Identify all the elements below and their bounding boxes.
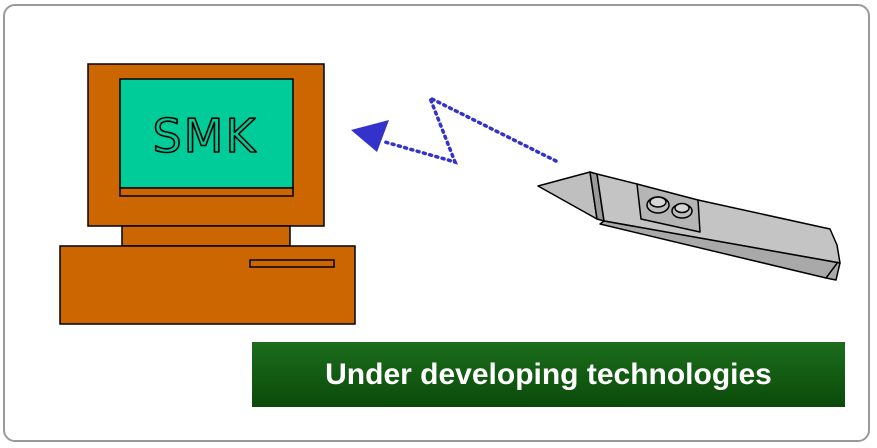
caption-text: Under developing technologies: [325, 358, 772, 392]
pen-button-1-top: [650, 197, 666, 207]
signal-path: [385, 98, 556, 162]
pen-button-2-top: [675, 204, 689, 213]
pen-tip: [538, 172, 597, 219]
caption-banner: Under developing technologies: [252, 342, 845, 407]
wireless-signal-icon: [351, 98, 556, 162]
base-unit: [60, 246, 355, 324]
disk-drive-slot: [250, 260, 334, 267]
smart-pen-icon: [538, 172, 840, 280]
computer-base-icon: [60, 246, 355, 324]
monitor-neck: [122, 226, 290, 246]
computer-monitor-icon: SMK: [88, 64, 324, 226]
signal-arrowhead: [351, 120, 389, 152]
screen-label: SMK: [152, 109, 257, 163]
monitor-bezel-ledge: [120, 188, 293, 196]
